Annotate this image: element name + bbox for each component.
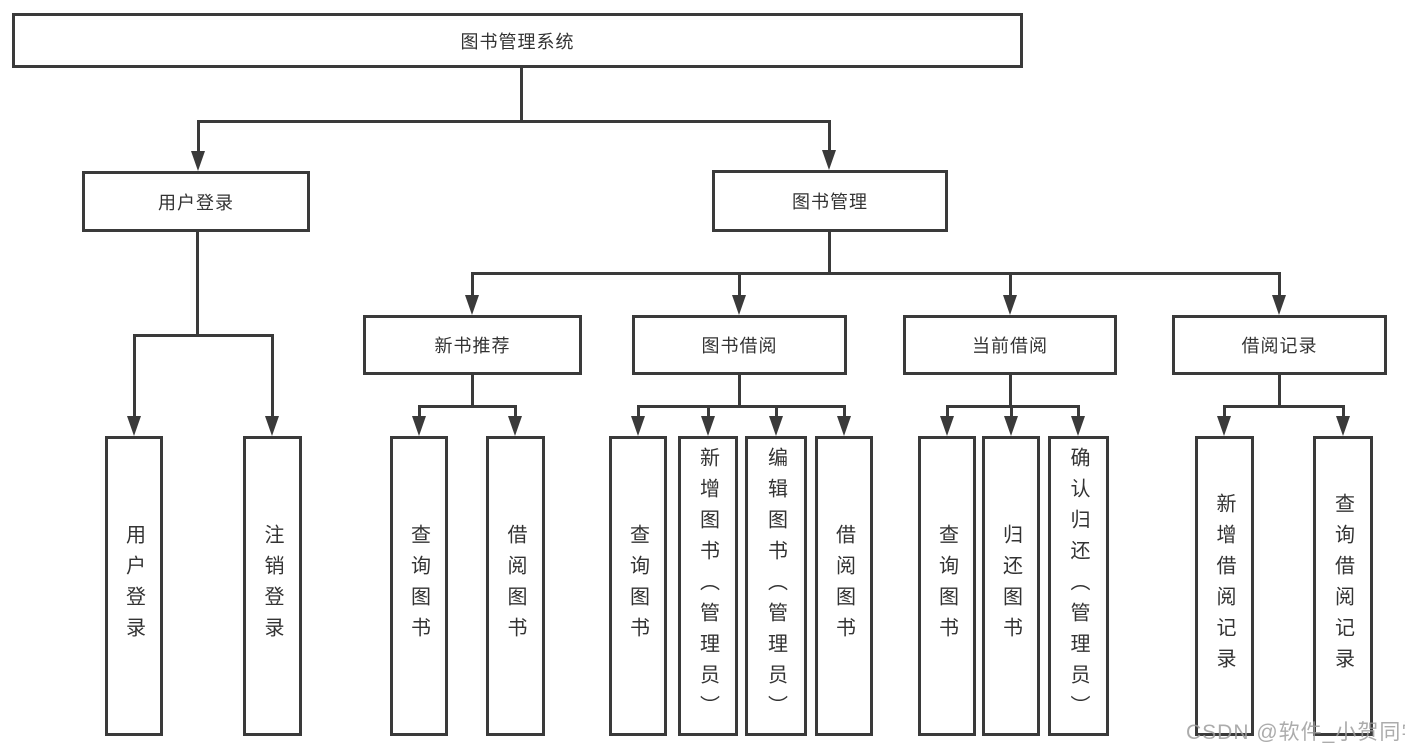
arrow-down-icon — [822, 150, 836, 170]
node-label: 图书管理系统 — [460, 31, 575, 52]
connector-root-stem — [520, 68, 523, 122]
connector-new-book-rail — [418, 405, 517, 408]
node-label: 确认归还（管理员） — [1067, 446, 1089, 726]
node-label: 借阅记录 — [1241, 336, 1318, 356]
node-leaf-user-login: 用户登录 — [105, 436, 163, 736]
node-label: 当前借阅 — [972, 336, 1048, 356]
connector-root-to-book-management — [828, 120, 831, 152]
connector-to-borrow-record — [1278, 272, 1281, 297]
connector-to-current-borrow — [1009, 272, 1012, 297]
connector-to-cb-return — [1010, 405, 1013, 418]
connector-user-login-rail — [133, 334, 274, 337]
connector-to-br-add — [1223, 405, 1226, 418]
connector-borrow-record-stem — [1278, 375, 1281, 408]
node-label: 新书推荐 — [434, 336, 511, 356]
arrow-down-icon — [465, 295, 479, 315]
arrow-down-icon — [631, 416, 645, 436]
arrow-down-icon — [1272, 295, 1286, 315]
node-book-borrow: 图书借阅 — [632, 315, 847, 375]
connector-book-borrow-stem — [738, 375, 741, 408]
connector-user-login-stem — [196, 232, 199, 337]
node-leaf-logout: 注销登录 — [243, 436, 302, 736]
node-cb-return-book: 归还图书 — [982, 436, 1040, 736]
node-cb-query-book: 查询图书 — [918, 436, 976, 736]
node-borrow-record: 借阅记录 — [1172, 315, 1387, 375]
csdn-watermark: CSDN @软件_小贺同学 — [1186, 721, 1405, 744]
node-label: 用户登录 — [122, 524, 145, 648]
node-cb-confirm-return-admin: 确认归还（管理员） — [1048, 436, 1109, 736]
arrow-down-icon — [1071, 416, 1085, 436]
arrow-down-icon — [1217, 416, 1231, 436]
node-label: 查询图书 — [626, 524, 649, 648]
connector-to-bb-borrow — [843, 405, 846, 418]
node-label: 查询图书 — [935, 524, 958, 648]
connector-to-new-book-recommend — [471, 272, 474, 297]
node-label: 查询图书 — [407, 524, 430, 648]
arrow-down-icon — [769, 416, 783, 436]
node-new-book-recommend: 新书推荐 — [363, 315, 582, 375]
arrow-down-icon — [127, 416, 141, 436]
connector-book-borrow-rail — [637, 405, 846, 408]
connector-to-br-query — [1342, 405, 1345, 418]
connector-current-borrow-rail — [946, 405, 1080, 408]
node-label: 用户登录 — [158, 192, 234, 213]
node-bb-edit-book-admin: 编辑图书（管理员） — [745, 436, 807, 736]
connector-to-book-borrow — [738, 272, 741, 297]
connector-to-bb-query — [637, 405, 640, 418]
connector-to-leaf-logout — [271, 334, 274, 418]
arrow-down-icon — [265, 416, 279, 436]
node-label: 借阅图书 — [832, 524, 855, 648]
node-user-login: 用户登录 — [82, 171, 310, 232]
connector-to-leaf-user-login — [133, 334, 136, 418]
node-nb-borrow-book: 借阅图书 — [486, 436, 545, 736]
connector-borrow-record-rail — [1223, 405, 1345, 408]
node-label: 图书管理 — [792, 192, 868, 212]
node-library-management-system: 图书管理系统 — [12, 13, 1023, 68]
arrow-down-icon — [412, 416, 426, 436]
arrow-down-icon — [191, 151, 205, 171]
node-book-management: 图书管理 — [712, 170, 948, 232]
node-label: 编辑图书（管理员） — [764, 446, 787, 726]
connector-current-borrow-stem — [1009, 375, 1012, 408]
connector-to-cb-confirm — [1077, 405, 1080, 418]
arrow-down-icon — [837, 416, 851, 436]
arrow-down-icon — [1004, 416, 1018, 436]
connector-to-nb-query — [418, 405, 421, 418]
connector-to-cb-query — [946, 405, 949, 418]
node-label: 查询借阅记录 — [1331, 493, 1354, 679]
node-nb-query-book: 查询图书 — [390, 436, 448, 736]
node-bb-borrow-book: 借阅图书 — [815, 436, 873, 736]
arrow-down-icon — [508, 416, 522, 436]
connector-new-book-stem — [471, 375, 474, 408]
node-label: 图书借阅 — [701, 336, 778, 356]
node-label: 归还图书 — [999, 524, 1022, 648]
node-br-query-record: 查询借阅记录 — [1313, 436, 1373, 736]
arrow-down-icon — [1003, 295, 1017, 315]
connector-to-bb-edit — [775, 405, 778, 418]
connector-to-bb-add — [707, 405, 710, 418]
node-label: 新增借阅记录 — [1213, 493, 1235, 679]
arrow-down-icon — [732, 295, 746, 315]
node-bb-add-book-admin: 新增图书（管理员） — [678, 436, 738, 736]
node-label: 注销登录 — [261, 524, 283, 648]
arrow-down-icon — [940, 416, 954, 436]
connector-book-management-stem — [828, 232, 831, 275]
node-label: 借阅图书 — [504, 524, 526, 648]
node-bb-query-book: 查询图书 — [609, 436, 667, 736]
connector-book-management-rail — [471, 272, 1281, 275]
arrow-down-icon — [701, 416, 715, 436]
connector-root-rail — [197, 120, 831, 123]
connector-root-to-user-login — [197, 120, 200, 153]
node-br-add-record: 新增借阅记录 — [1195, 436, 1254, 736]
node-current-borrow: 当前借阅 — [903, 315, 1117, 375]
connector-to-nb-borrow — [514, 405, 517, 418]
node-label: 新增图书（管理员） — [696, 446, 719, 726]
arrow-down-icon — [1336, 416, 1350, 436]
